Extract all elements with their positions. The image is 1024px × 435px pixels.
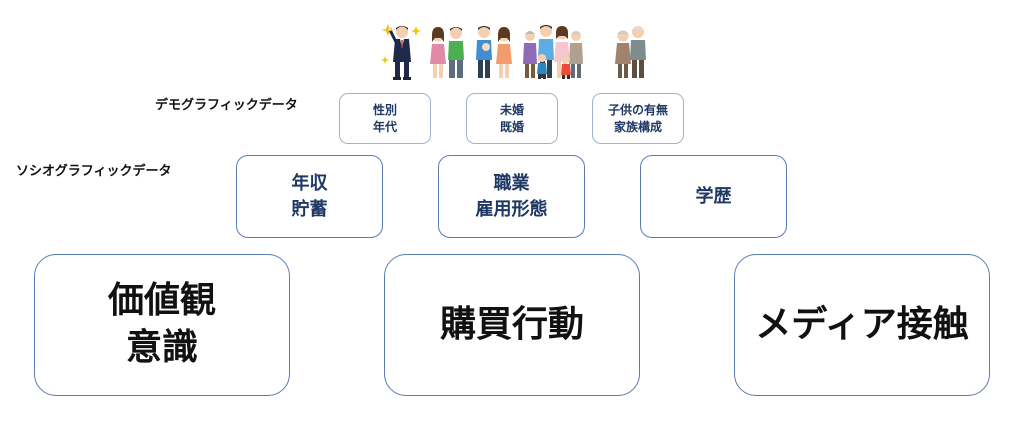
businessman-illustration (381, 24, 421, 80)
box-line: 雇用形態 (475, 198, 548, 220)
psychographic-box-values: 価値観 意識 (34, 254, 290, 396)
box-line: 子供の有無 (607, 103, 668, 118)
psychographic-box-purchase-behavior: 購買行動 (384, 254, 640, 396)
sociographic-box-income-savings: 年収 貯蓄 (236, 155, 383, 238)
box-line: 意識 (125, 327, 198, 368)
people-illustration (381, 24, 646, 80)
box-line: 貯蓄 (291, 198, 328, 220)
box-line: 職業 (493, 173, 530, 195)
demographic-box-family: 子供の有無 家族構成 (592, 93, 684, 144)
sociographic-box-occupation: 職業 雇用形態 (438, 155, 585, 238)
box-line: 購買行動 (439, 303, 584, 345)
demographic-box-gender-age: 性別 年代 (339, 93, 431, 144)
psychographic-box-media-contact: メディア接触 (734, 254, 990, 396)
box-line: 学歴 (695, 185, 732, 207)
demographic-data-label: デモグラフィックデータ (155, 98, 298, 113)
demographic-box-marital-status: 未婚 既婚 (466, 93, 558, 144)
sociographic-data-label: ソシオグラフィックデータ (16, 164, 172, 179)
box-line: 家族構成 (613, 119, 662, 134)
elderly-couple-illustration (615, 26, 646, 78)
box-line: 価値観 (107, 280, 216, 322)
sociographic-box-education: 学歴 (640, 155, 787, 238)
box-line: 既婚 (499, 119, 524, 134)
box-line: 性別 (372, 103, 397, 118)
box-line: 年代 (372, 119, 397, 134)
large-family-illustration (523, 25, 583, 79)
box-line: 年収 (291, 173, 328, 195)
couple-illustration (430, 27, 464, 78)
box-line: メディア接触 (755, 303, 969, 345)
box-line: 未婚 (499, 103, 524, 118)
family-with-baby-illustration (476, 26, 512, 78)
